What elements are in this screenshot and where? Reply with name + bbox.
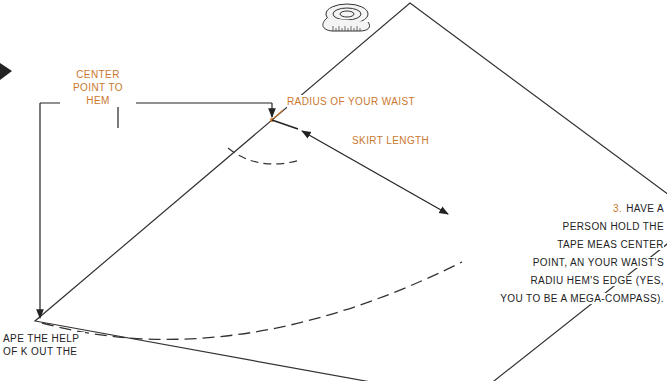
tape-coil [340,11,354,17]
instruction-text: APE THE HELP OF K OUT THE [3,332,85,358]
leader-line [274,110,283,118]
arrow-mark [0,63,12,80]
dimension-label: SKIRT LENGTH [352,134,429,147]
dimension-arrow [302,131,448,214]
dimension-label: CENTER POINT TO HEM [60,68,136,107]
bracket-arrow [271,103,272,117]
tape-strip [323,18,370,31]
fabric-sheet [35,3,667,381]
tape-measure-icon [323,4,370,31]
tape-ticks [333,26,360,31]
callout-number: 3. [613,203,622,214]
instruction-block: 3.HAVE A PERSON HOLD THE TAPE MEAS CENTE… [498,198,664,306]
dimension-label: RADIUS OF YOUR WAIST [287,95,415,108]
instruction-text: HAVE A PERSON HOLD THE TAPE MEAS CENTER … [500,203,664,304]
bracket-arrow [39,103,40,318]
waist-radius-line [272,120,298,129]
waist-arc [228,148,300,164]
tape-coil [333,8,361,20]
hem-arc [42,262,462,339]
